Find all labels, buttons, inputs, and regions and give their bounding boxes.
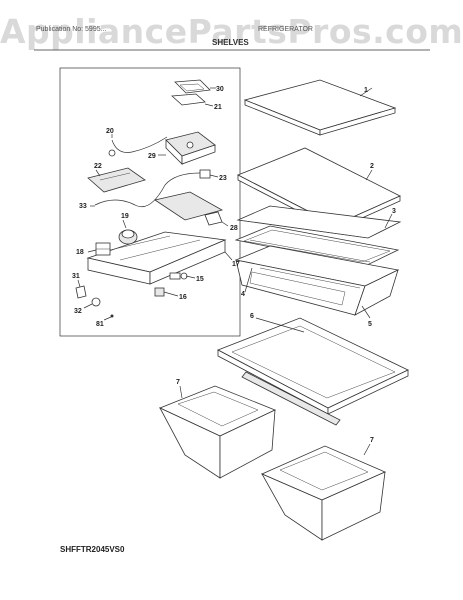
- publication-number: Publication No: 5995...: [36, 26, 107, 33]
- part-7-drawer-left: [158, 385, 277, 479]
- part-21-bracket: [171, 93, 206, 106]
- part-3-glass-shelf: [236, 205, 402, 239]
- callout-5: 5: [368, 321, 372, 328]
- part-33-harness: [94, 172, 201, 208]
- part-16-socket: [154, 287, 165, 297]
- callout-7-left: 7: [176, 379, 180, 386]
- shelf-leaders: [179, 213, 393, 456]
- part-17-control-housing: [86, 191, 227, 285]
- section-category: REFRIGERATOR: [258, 26, 313, 33]
- callout-81: 81: [96, 321, 104, 328]
- watermark: AppliancePartsPros.com: [0, 12, 463, 51]
- inset-leaders: [77, 87, 233, 321]
- part-81-screw: [110, 314, 114, 318]
- part-1-glass-shelf: [243, 79, 397, 136]
- callout-7-right: 7: [370, 437, 374, 444]
- part-7-drawer-right: [261, 445, 386, 541]
- part-30-cover: [174, 79, 211, 94]
- inset-frame: [59, 67, 241, 337]
- part-23-switch: [199, 169, 211, 179]
- callout-29: 29: [148, 153, 156, 160]
- callout-20: 20: [106, 128, 114, 135]
- callout-33: 33: [79, 203, 87, 210]
- callout-28: 28: [230, 225, 238, 232]
- callout-31: 31: [72, 273, 80, 280]
- callout-1: 1: [364, 87, 368, 94]
- part-18-damper: [95, 242, 111, 256]
- callout-23: 23: [219, 175, 227, 182]
- callout-32: 32: [74, 308, 82, 315]
- callout-16: 16: [179, 294, 187, 301]
- callout-21: 21: [214, 104, 222, 111]
- callout-15: 15: [196, 276, 204, 283]
- page-title: SHELVES: [212, 38, 249, 47]
- part-32-knob: [91, 297, 101, 307]
- part-6-shelf-cover: [217, 317, 409, 426]
- part-19-motor: [118, 229, 138, 245]
- callout-17: 17: [232, 261, 240, 268]
- model-code: SHFFTR2045VS0: [60, 545, 125, 554]
- part-5-pan-drawer: [234, 245, 400, 316]
- callout-6: 6: [250, 313, 254, 320]
- callout-19: 19: [121, 213, 129, 220]
- part-22-board: [87, 167, 146, 193]
- callout-2: 2: [370, 163, 374, 170]
- callout-4: 4: [241, 291, 245, 298]
- part-31-clip: [75, 285, 87, 299]
- callout-22: 22: [94, 163, 102, 170]
- part-15-bulb: [169, 272, 188, 280]
- part-29-housing: [165, 131, 216, 165]
- callout-18: 18: [76, 249, 84, 256]
- part-20-connector: [108, 149, 116, 157]
- callout-30: 30: [216, 86, 224, 93]
- callout-3: 3: [392, 208, 396, 215]
- part-20-wire: [111, 136, 168, 153]
